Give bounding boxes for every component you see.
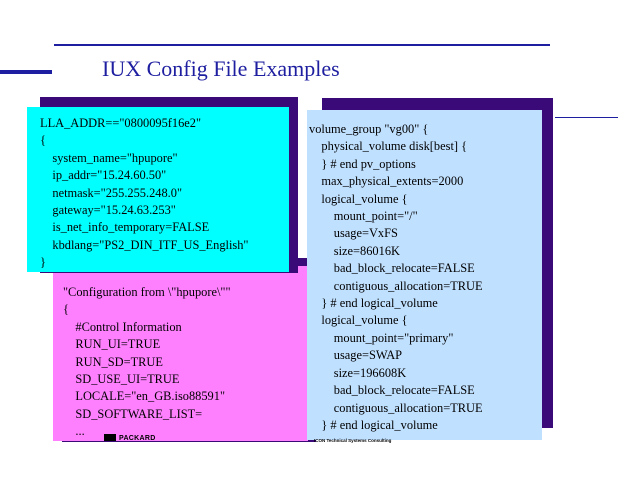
volume-box: volume_group "vg00" { physical_volume di… xyxy=(307,110,542,440)
volume-box-line: size=196608K xyxy=(309,365,407,380)
volume-box-line: physical_volume disk[best] { xyxy=(309,139,468,154)
volume-box-line: contiguous_allocation=TRUE xyxy=(309,400,483,415)
footer-logo-text: PACKARD xyxy=(119,435,156,442)
volume-box-line: mount_point="primary" xyxy=(309,330,454,345)
volume-box-line: logical_volume { xyxy=(309,191,408,206)
volume-box-line: mount_point="/" xyxy=(309,209,418,224)
config-box-line: "Configuration from \"hpupore\"" xyxy=(63,285,231,299)
volume-box-line: contiguous_allocation=TRUE xyxy=(309,278,483,293)
config-box-line: SD_SOFTWARE_LIST= xyxy=(63,406,203,421)
volume-box-line: size=86016K xyxy=(309,243,400,258)
volume-box-line: max_physical_extents=2000 xyxy=(309,174,464,189)
volume-box-line: usage=SWAP xyxy=(309,348,403,363)
slide-title: IUX Config File Examples xyxy=(102,56,340,81)
config-box-line: SD_USE_UI=TRUE xyxy=(63,372,180,387)
lla-box-line: } xyxy=(40,255,46,270)
volume-box-line: bad_block_relocate=FALSE xyxy=(309,383,475,398)
lla-box-line: LLA_ADDR=="0800095f16e2" xyxy=(40,116,202,130)
lla-box: LLA_ADDR=="0800095f16e2" { system_name="h… xyxy=(27,107,289,272)
volume-box-line: } # end logical_volume xyxy=(309,296,438,311)
lla-box-line: system_name="hpupore" xyxy=(40,150,178,165)
config-box-line: #Control Information xyxy=(63,319,182,334)
volume-box-text: volume_group "vg00" { physical_volume di… xyxy=(309,121,483,434)
config-box-line: RUN_SD=TRUE xyxy=(63,354,163,369)
config-box-line: { xyxy=(63,302,69,317)
config-box-line: LOCALE="en_GB.iso88591" xyxy=(63,389,225,404)
volume-box-line: bad_block_relocate=FALSE xyxy=(309,261,475,276)
title-rule-left xyxy=(0,70,52,74)
side-rule-right xyxy=(555,117,618,118)
lla-box-line: is_net_info_temporary=FALSE xyxy=(40,220,210,235)
logo-mark-icon xyxy=(104,434,116,441)
config-box-line: ... xyxy=(63,424,85,439)
title-rule-top xyxy=(54,44,550,46)
volume-box-line: } # end logical_volume xyxy=(309,417,438,432)
volume-box-line: usage=VxFS xyxy=(309,226,398,241)
lla-box-text: LLA_ADDR=="0800095f16e2" { system_name="h… xyxy=(40,115,248,272)
config-box-text: "Configuration from \"hpupore\"" { #Contr… xyxy=(63,284,231,441)
volume-box-line: logical_volume { xyxy=(309,313,408,328)
lla-box-line: netmask="255.255.248.0" xyxy=(40,185,183,200)
lla-box-line: ip_addr="15.24.60.50" xyxy=(40,168,167,183)
config-box-line: RUN_UI=TRUE xyxy=(63,337,161,352)
footer-logo: PACKARD xyxy=(104,434,156,442)
volume-box-line: volume_group "vg00" { xyxy=(309,122,429,136)
footer-caption: ICON Technical Systems Consulting xyxy=(314,438,392,443)
config-box: "Configuration from \"hpupore\"" { #Contr… xyxy=(53,266,308,441)
volume-box-line: } # end pv_options xyxy=(309,156,416,171)
lla-box-line: gateway="15.24.63.253" xyxy=(40,203,176,218)
lla-box-line: kbdlang="PS2_DIN_ITF_US_English" xyxy=(40,237,249,252)
lla-box-line: { xyxy=(40,133,46,148)
